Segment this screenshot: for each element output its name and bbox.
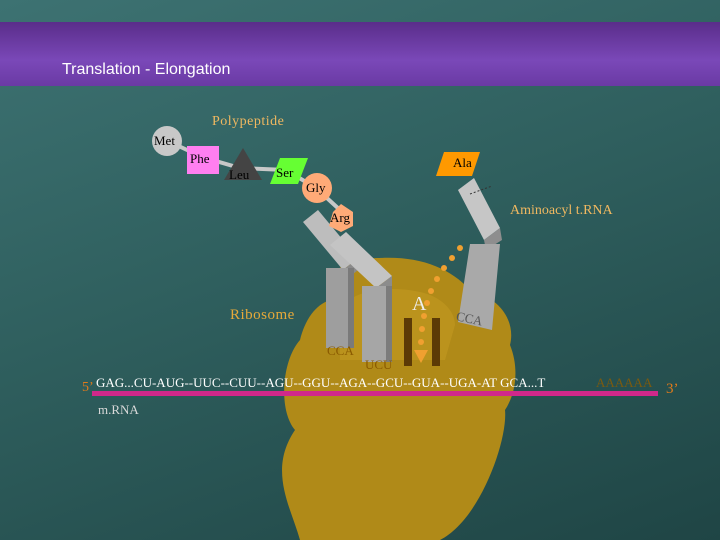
polypeptide-label: Polypeptide (212, 114, 285, 129)
phe-residue (187, 146, 219, 174)
mrna-label: m.RNA (98, 402, 139, 417)
entry-arrow (414, 245, 463, 363)
leu-residue (224, 148, 262, 180)
phe-label: Phe (190, 151, 210, 166)
ser-label: Ser (276, 165, 294, 180)
met-residue (152, 126, 182, 156)
met-label: Met (154, 133, 175, 148)
gly-label: Gly (306, 180, 326, 195)
mrna-strand (92, 391, 658, 396)
gly-residue (302, 173, 332, 203)
trna-aminoacyl (458, 178, 502, 330)
mrna-sequence: GAG...CU-AUG--UUC--CUU--AGU--GGU--AGA--G… (96, 375, 546, 390)
ala-label: Ala (453, 155, 472, 170)
anticodon-cca: CCA (327, 343, 354, 358)
anticodon-ucu: UCU (365, 357, 393, 372)
trna-2 (330, 232, 392, 362)
arg-residue (329, 204, 353, 232)
slide-title: Translation - Elongation (62, 61, 231, 78)
ser-residue (270, 158, 308, 184)
five-prime-label: 5’ (82, 380, 94, 395)
arg-label: Arg (330, 210, 350, 225)
leu-label: Leu (229, 167, 250, 182)
ribosome-slot-right (432, 318, 440, 366)
title-banner (0, 22, 720, 86)
three-prime-label: 3’ (666, 381, 679, 397)
aminoacyl-trna-label: Aminoacyl t.RNA (510, 203, 613, 218)
ribosome-label: Ribosome (230, 307, 295, 323)
ribosome-slot-left (404, 318, 412, 366)
a-site-label: A (412, 293, 427, 315)
ala-residue (436, 152, 480, 176)
poly-a-tail: AAAAAA (596, 375, 653, 390)
